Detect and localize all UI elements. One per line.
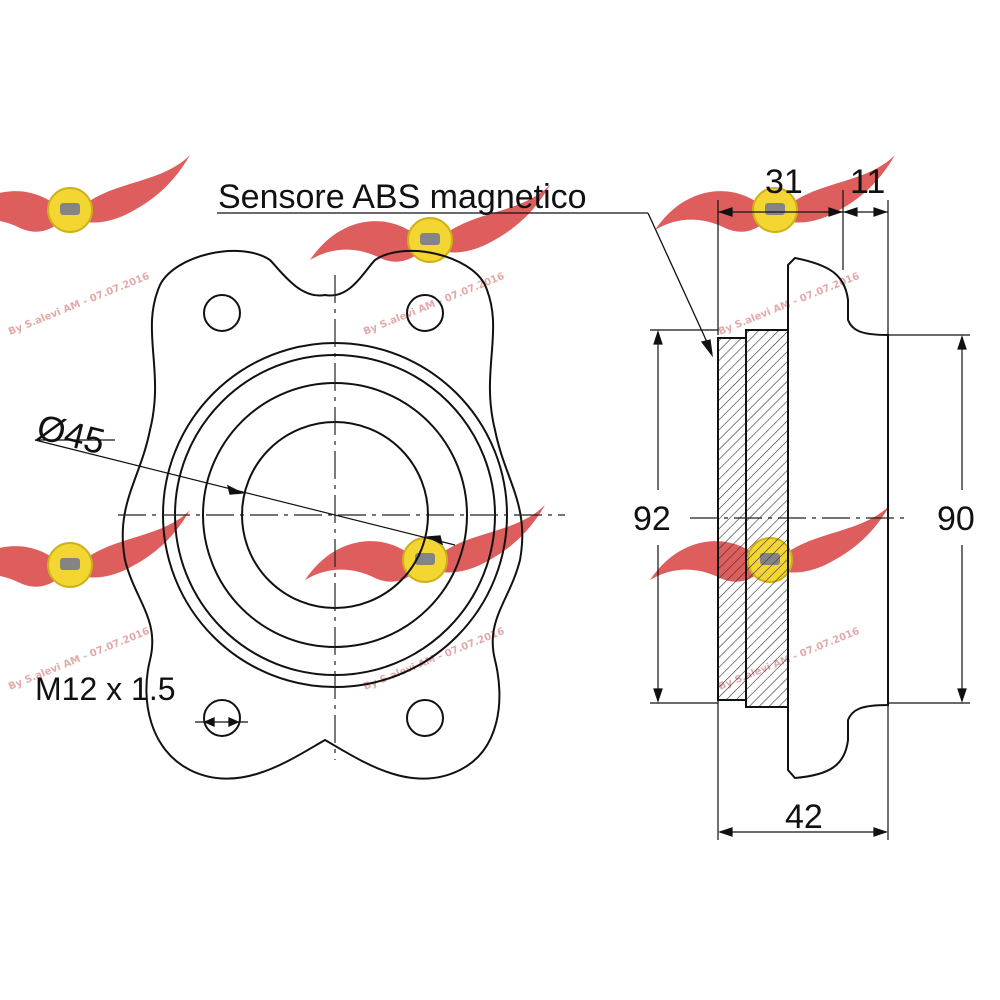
top-dimensions bbox=[717, 190, 889, 335]
flange-outline bbox=[121, 249, 524, 780]
watermark-credit-3: By S.alevi AM - 07.07.2016 bbox=[717, 271, 861, 338]
dim-right-height-label: 90 bbox=[937, 500, 975, 538]
bore-diameter-dimension bbox=[34, 439, 456, 546]
sensor-label: Sensore ABS magnetico bbox=[218, 178, 587, 216]
bolt-hole-top-left bbox=[203, 294, 241, 332]
watermark-credit-1: By S.alevi AM - 07.07.2016 bbox=[7, 271, 151, 338]
dim-bottom-width-label: 42 bbox=[785, 798, 823, 836]
right-height-dimension bbox=[888, 334, 970, 704]
bolt-hole-bottom-left bbox=[203, 699, 241, 737]
bolt-hole-bottom-right bbox=[406, 699, 444, 737]
front-centerlines bbox=[118, 275, 565, 760]
dim-left-height-label: 92 bbox=[633, 500, 671, 538]
watermark-logo-4 bbox=[0, 509, 191, 588]
watermark-logo-1 bbox=[0, 154, 191, 233]
bottom-width-dimension bbox=[717, 700, 889, 840]
bore-diameter-label: Ø45 bbox=[33, 406, 109, 462]
bolt-hole-top-right bbox=[406, 294, 444, 332]
left-height-dimension bbox=[650, 329, 718, 704]
dim-top-right-label: 11 bbox=[850, 163, 885, 201]
abs-sensor-ring bbox=[717, 337, 747, 701]
watermark-credit-5: By S.alevi AM - 07.07.2016 bbox=[362, 626, 506, 693]
thread-label: M12 x 1.5 bbox=[35, 671, 176, 707]
thread-dimension bbox=[195, 716, 248, 728]
dim-top-left-label: 31 bbox=[765, 163, 803, 201]
